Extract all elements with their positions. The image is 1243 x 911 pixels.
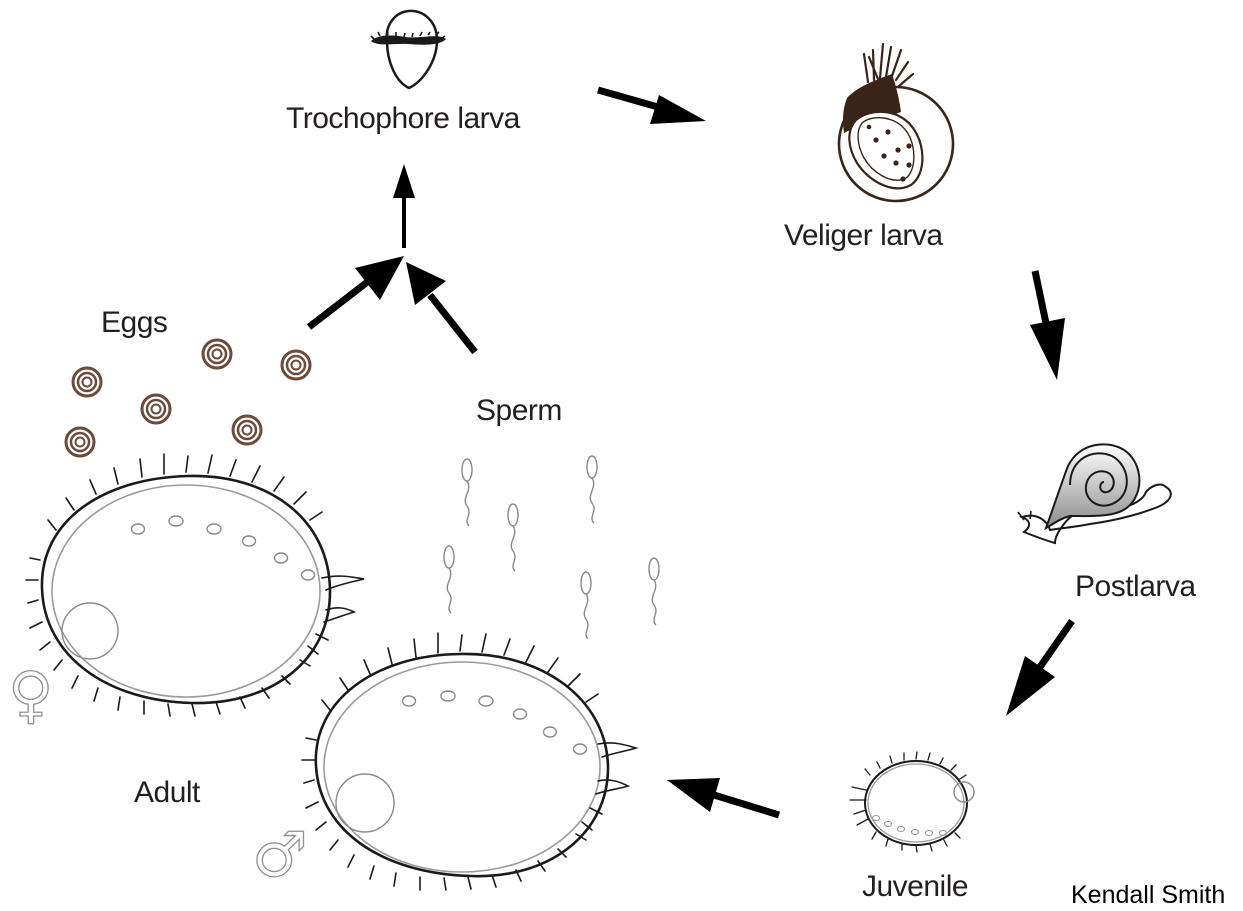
- label-veliger: Veliger larva: [784, 219, 943, 252]
- egg: [233, 416, 261, 444]
- arrow-eggs-to-fertilization: [309, 280, 370, 327]
- arrow-trochophore-head: [650, 95, 706, 124]
- trochophore-larva-illustration: [371, 11, 446, 88]
- credit-text: Kendall Smith: [1071, 881, 1225, 909]
- sperm-cell: [581, 572, 591, 639]
- male-symbol: ♂: [252, 818, 308, 891]
- arrow-trochophore-to-veliger: [598, 90, 665, 109]
- arrow-postlarva-head: [1006, 656, 1055, 716]
- male-shell-outline: [316, 654, 608, 876]
- egg: [66, 428, 94, 456]
- sperm-cell: [444, 546, 454, 613]
- veliger-larva-illustration: [839, 44, 953, 201]
- egg: [73, 368, 101, 396]
- arrow-sperm-to-fertilization: [430, 295, 475, 352]
- sperm-group: [444, 456, 659, 639]
- egg: [282, 351, 310, 379]
- label-postlarva: Postlarva: [1075, 570, 1196, 603]
- eggs-group: [66, 340, 310, 456]
- egg: [142, 395, 170, 423]
- female-adult-illustration: [26, 454, 364, 716]
- arrow-sperm-head: [406, 262, 446, 305]
- sperm-cell: [462, 459, 472, 526]
- arrow-juvenile-to-adult: [714, 795, 779, 815]
- sperm-cell: [587, 456, 597, 523]
- label-adult: Adult: [134, 776, 201, 809]
- sperm-cell: [508, 504, 518, 571]
- juvenile-illustration: [850, 752, 974, 852]
- postlarva-illustration: [1018, 444, 1171, 543]
- sperm-cell: [649, 558, 659, 625]
- label-juvenile: Juvenile: [862, 870, 968, 903]
- female-shell-outline: [42, 476, 330, 703]
- cycle-arrows: [309, 90, 1072, 815]
- female-symbol: ♀: [8, 658, 53, 731]
- arrow-juvenile-head: [667, 778, 720, 812]
- label-trochophore: Trochophore larva: [286, 102, 521, 135]
- arrow-veliger-head: [1030, 318, 1065, 380]
- label-eggs: Eggs: [101, 306, 167, 339]
- egg: [203, 340, 231, 368]
- male-adult-illustration: [302, 633, 636, 890]
- arrow-up-head: [393, 164, 415, 198]
- label-sperm: Sperm: [476, 394, 562, 427]
- arrow-eggs-head: [355, 256, 404, 300]
- arrow-veliger-to-postlarva: [1035, 271, 1047, 328]
- arrow-postlarva-to-juvenile: [1040, 621, 1072, 667]
